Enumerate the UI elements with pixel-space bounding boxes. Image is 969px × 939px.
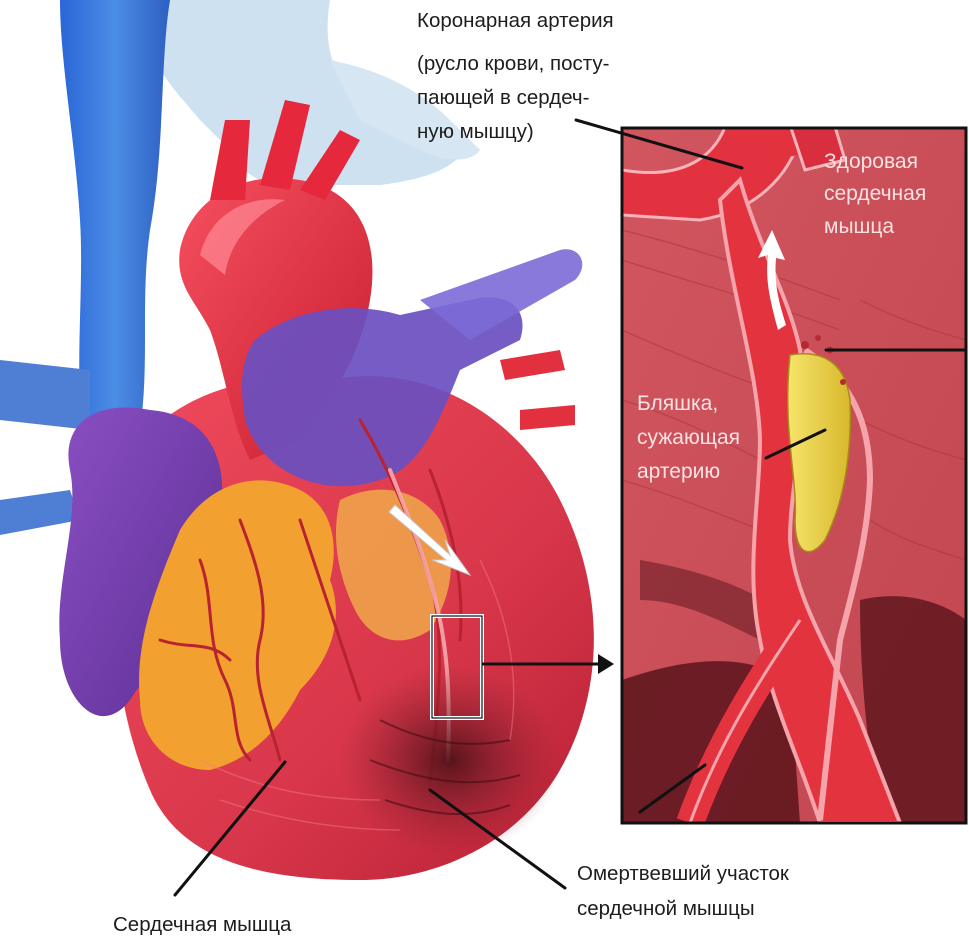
label-plaque-line-1: Бляшка, bbox=[637, 392, 718, 415]
label-dead-area: Омертвевший участок сердечной мышцы bbox=[577, 862, 790, 920]
label-coronary-line-3: пающей в сердеч- bbox=[417, 86, 589, 109]
label-dead-line-2: сердечной мышцы bbox=[577, 897, 755, 920]
label-coronary-line-1: Коронарная артерия bbox=[417, 9, 614, 32]
label-healthy-line-3: мышца bbox=[824, 215, 894, 238]
dead-tissue-area bbox=[340, 665, 560, 855]
label-heart-muscle: Сердечная мышца bbox=[113, 913, 292, 936]
right-vessels bbox=[500, 350, 575, 430]
label-healthy-line-1: Здоровая bbox=[824, 150, 918, 173]
label-healthy-line-2: сердечная bbox=[824, 182, 926, 205]
label-plaque-line-2: сужающая bbox=[637, 426, 740, 449]
label-coronary-line-2: (русло крови, посту- bbox=[417, 52, 610, 75]
label-plaque-line-3: артерию bbox=[637, 460, 720, 483]
label-dead-line-1: Омертвевший участок bbox=[577, 862, 790, 885]
label-coronary-line-4: ную мышцу) bbox=[417, 120, 534, 143]
